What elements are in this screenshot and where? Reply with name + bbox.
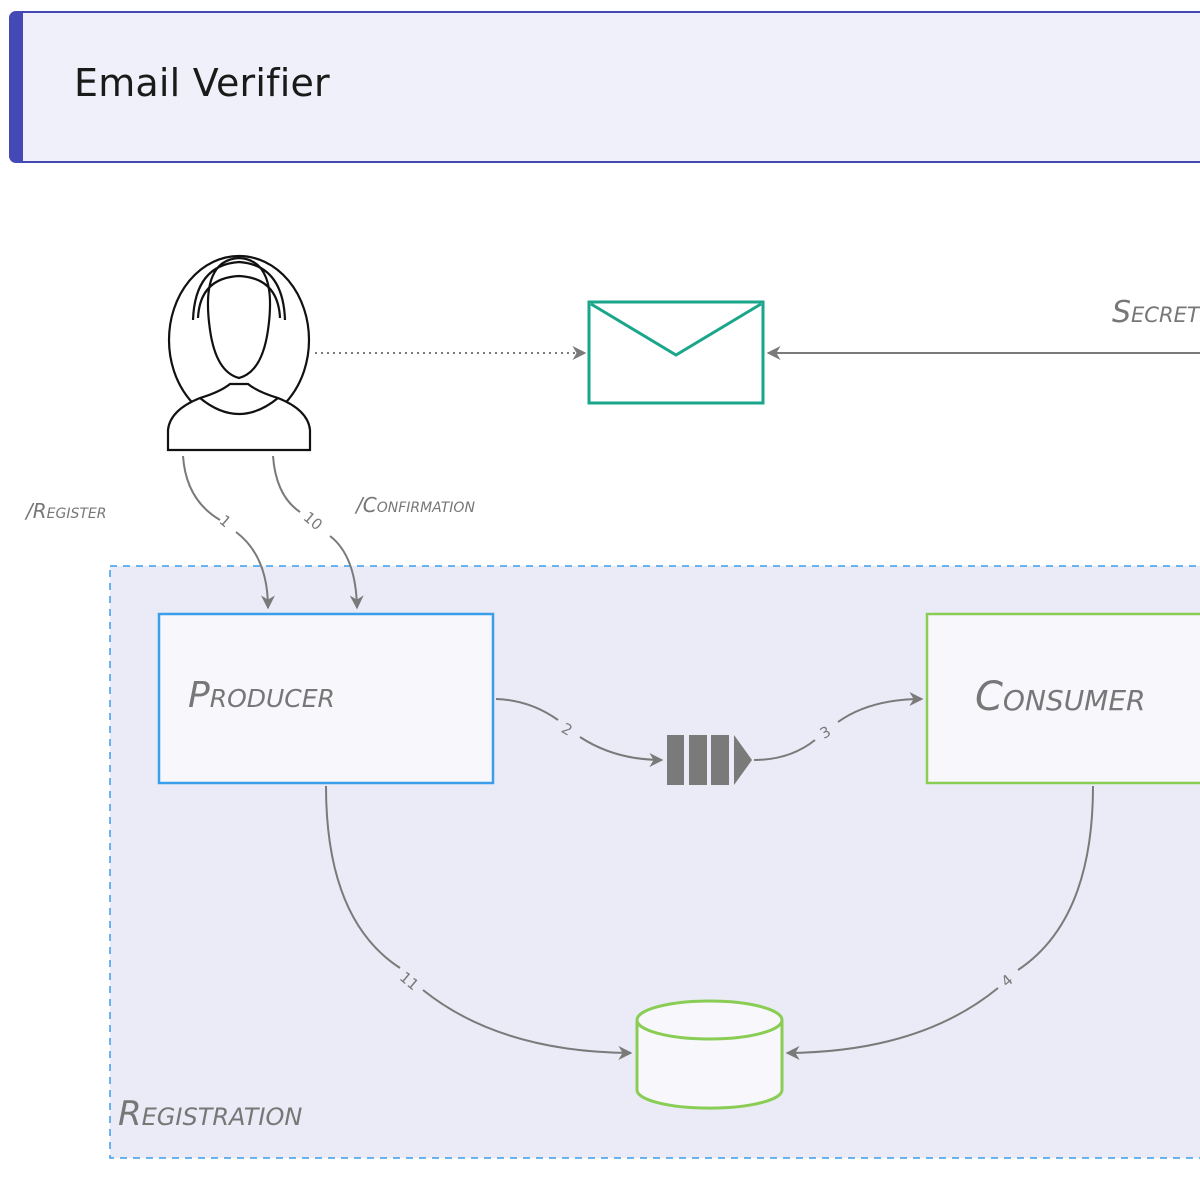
consumer-node[interactable]: Consumer [925,612,1200,785]
confirm-update-edge-top [325,785,401,969]
consume-edge [837,692,924,723]
group-label: Registration [118,1094,302,1134]
produce-edge [579,736,664,767]
user-female-icon[interactable] [166,254,312,452]
step-10-label: 10 [300,508,326,534]
produce-edge-top [495,698,559,721]
title-banner: Email Verifier [9,11,1200,163]
consumer-label: Consumer [975,674,1146,720]
secret-label: Secret [1112,295,1200,330]
confirmation-label: /Confirmation [354,493,475,517]
confirm-update-edge [422,989,633,1060]
producer-node[interactable]: Producer [157,612,495,785]
register-label: /Register [24,499,106,523]
queue-icon[interactable] [667,735,752,785]
database-icon[interactable] [635,999,784,1110]
persist-edge [785,987,999,1060]
confirmation-edge [329,535,364,610]
register-edge [235,531,275,610]
consume-edge-bottom [753,739,816,761]
page-title: Email Verifier [74,61,330,105]
envelope-icon[interactable] [587,300,765,405]
producer-label: Producer [188,675,335,716]
persist-edge-top [1017,785,1094,971]
step-1-label: 1 [216,511,235,531]
register-edge-top [182,455,221,521]
confirmation-edge-top [272,455,301,513]
